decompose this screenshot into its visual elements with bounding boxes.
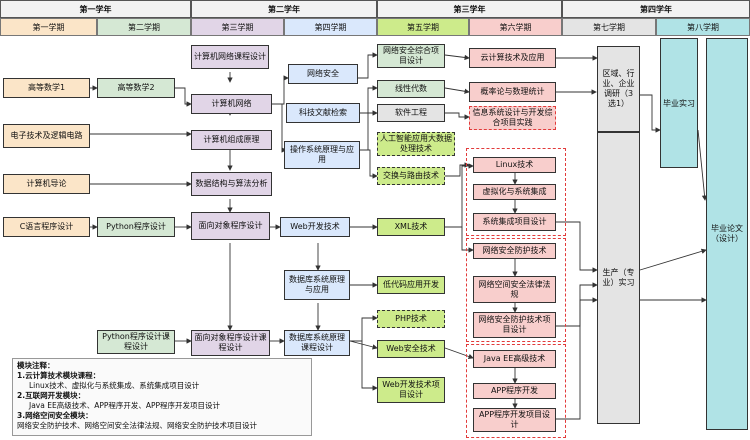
course-switching: 交换与路由技术 xyxy=(377,167,445,185)
cloud-module-group xyxy=(466,148,566,236)
course-software-eng: 软件工程 xyxy=(377,104,445,122)
course-websec: Web安全技术 xyxy=(377,340,445,358)
year-4-header: 第四学年 xyxy=(562,0,750,18)
course-app-project: APP程序开发项目设计 xyxy=(473,408,556,432)
semester-7-header: 第七学期 xyxy=(562,18,656,36)
course-sci-search: 科技文献检索 xyxy=(286,103,360,123)
notes-module-2-detail: Java EE高级技术、APP程序开发、APP程序开发项目设计 xyxy=(29,401,221,410)
course-data-structures: 数据结构与算法分析 xyxy=(191,172,272,196)
course-math1: 高等数学1 xyxy=(3,78,90,98)
course-javaee: Java EE高级技术 xyxy=(473,350,556,368)
notes-module-1-detail: Linux技术、虚拟化与系统集成、系统集成项目设计 xyxy=(29,381,200,390)
course-web: Web开发技术 xyxy=(280,217,350,237)
course-xml: XML技术 xyxy=(377,218,445,236)
module-notes: 模块注释： 1.云计算技术模块课程： Linux技术、虚拟化与系统集成、系统集成… xyxy=(12,358,312,436)
internet-module-group xyxy=(466,344,566,438)
notes-title: 模块注释： xyxy=(17,361,55,370)
semester-5-header: 第五学期 xyxy=(377,18,469,36)
notes-module-3-detail: 网络安全防护技术、网络空间安全法律法规、网络安全防护技术项目设计 xyxy=(17,421,257,430)
course-os: 操作系统原理与应用 xyxy=(284,141,360,169)
course-php: PHP技术 xyxy=(377,310,445,328)
course-math2: 高等数学2 xyxy=(97,78,175,98)
course-virtualization: 虚拟化与系统集成 xyxy=(473,184,556,200)
semester-1-header: 第一学期 xyxy=(0,18,97,36)
course-oop: 面向对象程序设计 xyxy=(191,212,270,240)
course-linux: Linux技术 xyxy=(473,157,556,173)
semester-4-header: 第四学期 xyxy=(284,18,377,36)
course-clang: C语言程序设计 xyxy=(3,217,90,237)
course-info-system-project: 信息系统设计与开发综合项目实践 xyxy=(469,106,556,130)
notes-module-2: 2.互联网开发模块： xyxy=(17,391,86,400)
course-lowcode: 低代码应用开发 xyxy=(377,276,445,294)
semester-2-header: 第二学期 xyxy=(97,18,191,36)
course-ai-bigdata: 人工智能应用大数据处理技术 xyxy=(377,132,455,156)
course-python-project: Python程序设计课程设计 xyxy=(97,330,175,354)
course-network-project: 计算机网络课程设计 xyxy=(191,45,269,69)
year-1-header: 第一学年 xyxy=(0,0,191,18)
year-2-header: 第二学年 xyxy=(191,0,377,18)
course-oop-project: 面向对象程序设计课程设计 xyxy=(191,330,270,356)
year-3-header: 第三学年 xyxy=(377,0,562,18)
course-electronics: 电子技术及逻辑电路 xyxy=(3,124,90,148)
course-database: 数据库系统原理与应用 xyxy=(284,270,350,300)
course-thesis: 毕业论文（设计） xyxy=(706,38,748,430)
course-netsec: 网络安全 xyxy=(288,64,358,84)
security-module-group xyxy=(466,238,566,342)
course-netdef: 网络安全防护技术 xyxy=(473,243,556,259)
course-web-project: Web开发技术项目设计 xyxy=(377,377,445,403)
course-graduation-internship: 毕业实习 xyxy=(660,38,698,168)
course-regional-research: 区域、行业、企业调研（3选1） xyxy=(597,46,640,132)
course-netsec-project: 网络安全综合项目设计 xyxy=(377,44,445,68)
course-production-internship: 生产（专业）实习 xyxy=(597,132,640,424)
course-intro: 计算机导论 xyxy=(3,174,90,194)
course-database-project: 数据库系统原理课程设计 xyxy=(284,330,350,356)
notes-module-1: 1.云计算技术模块课程： xyxy=(17,371,101,380)
course-system-integration: 系统集成项目设计 xyxy=(473,213,556,231)
course-netdef-project: 网络安全防护技术项目设计 xyxy=(473,312,556,338)
course-python: Python程序设计 xyxy=(97,217,175,237)
course-app: APP程序开发 xyxy=(473,383,556,399)
notes-module-3: 3.网络空间安全模块： xyxy=(17,411,93,420)
course-organization: 计算机组成原理 xyxy=(191,130,272,150)
semester-3-header: 第三学期 xyxy=(191,18,284,36)
semester-6-header: 第六学期 xyxy=(469,18,562,36)
course-cloud: 云计算技术及应用 xyxy=(469,48,556,68)
course-cyberlaw: 网络空间安全法律法规 xyxy=(473,276,556,303)
course-linear-algebra: 线性代数 xyxy=(377,80,445,98)
course-network: 计算机网络 xyxy=(191,94,272,114)
course-probability: 概率论与数理统计 xyxy=(469,82,556,102)
